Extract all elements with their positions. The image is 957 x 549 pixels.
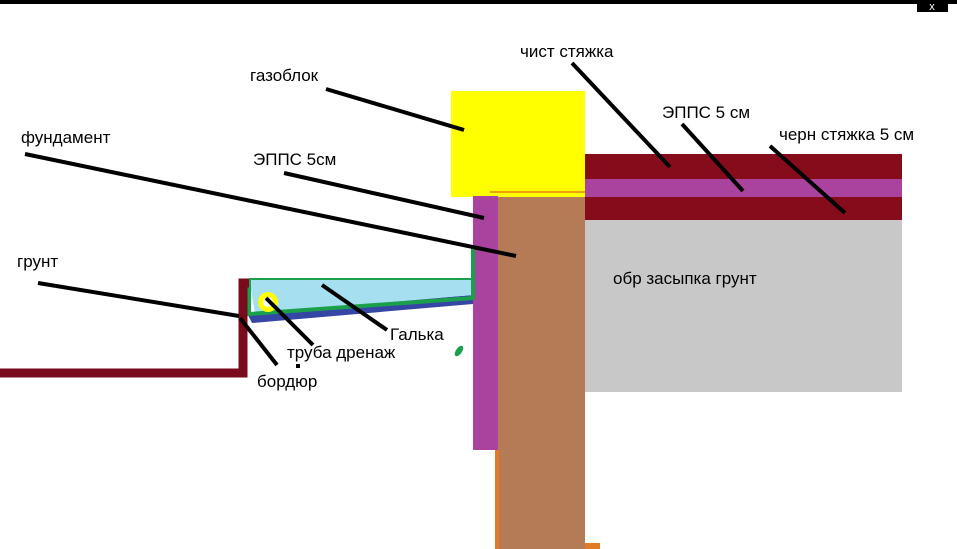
- label-chern-styazhka: черн стяжка 5 см: [779, 125, 914, 144]
- foundation-foot: [585, 543, 600, 549]
- epps-wall-insulation: [473, 196, 498, 450]
- ground-curb-line: [0, 278, 249, 378]
- label-epps-wall: ЭППС 5см: [253, 150, 336, 169]
- label-grunt: грунт: [17, 252, 58, 271]
- leader-fundament: [24, 152, 517, 258]
- close-button[interactable]: x: [917, 0, 948, 13]
- close-box: [917, 0, 948, 12]
- label-obr-zasypka: обр засыпка грунт: [613, 269, 757, 288]
- leader-epps-floor: [680, 122, 745, 193]
- clean-screed-layer: [584, 154, 902, 179]
- leader-galka: [320, 283, 389, 332]
- label-fundament: фундамент: [21, 128, 111, 147]
- label-gazoblok: газоблок: [250, 66, 319, 85]
- label-galka: Галька: [390, 325, 444, 344]
- membrane-fragment: [454, 345, 464, 357]
- rough-screed-layer: [584, 197, 902, 220]
- leader-lines: [24, 61, 847, 367]
- leader-bordyur: [238, 316, 279, 367]
- label-chist-styazhka: чист стяжка: [520, 42, 614, 61]
- gas-block: [451, 91, 585, 197]
- label-truba-drenazh: труба дренаж: [287, 343, 396, 362]
- leader-chern-styazhka: [768, 144, 847, 215]
- leader-dot: [296, 364, 300, 368]
- leader-gazoblok: [325, 87, 465, 132]
- backfill-soil: [584, 220, 902, 392]
- top-border-line: [0, 0, 957, 4]
- membrane-line: [247, 246, 475, 317]
- close-icon: x: [929, 1, 935, 13]
- label-bordyur: бордюр: [257, 372, 317, 391]
- pebble-layer: [249, 278, 473, 314]
- leader-grunt: [37, 281, 240, 318]
- foundation-wall: [497, 196, 585, 549]
- leader-truba: [264, 296, 315, 347]
- leader-chist-styazhka: [570, 61, 672, 169]
- epps-floor-layer: [584, 179, 902, 197]
- label-epps-floor: ЭППС 5 см: [662, 103, 750, 122]
- foundation-edge: [495, 450, 499, 549]
- leader-epps-wall: [283, 171, 485, 220]
